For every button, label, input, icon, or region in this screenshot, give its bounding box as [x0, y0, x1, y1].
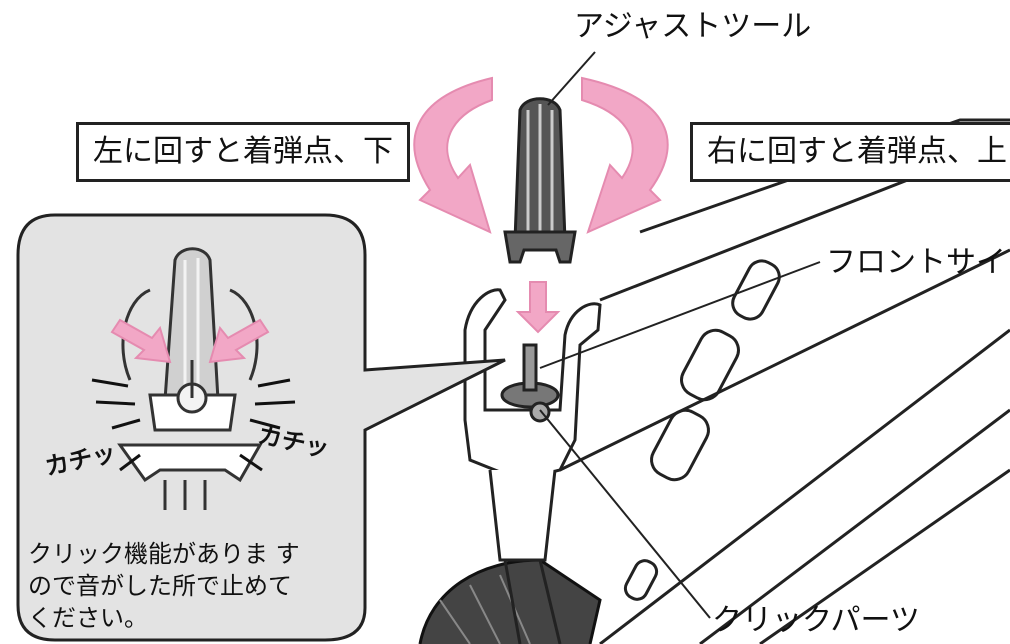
click-note: クリック機能がありま す ので音がした所で止めて ください。 [28, 538, 358, 634]
front-sight-label: フロントサイト [826, 245, 1010, 280]
adjust-tool-label: アジャストツール [574, 9, 812, 44]
leader-lines [539, 51, 821, 619]
click-marks [91, 378, 296, 472]
adjust-tool-shape [503, 97, 577, 264]
left-turn-label: 左に回すと着弾点、下 [76, 122, 410, 182]
gun-body [418, 118, 1010, 644]
click-note-line-3: ください。 [28, 604, 148, 632]
inset-panel [16, 213, 506, 642]
inset-tool [117, 247, 263, 510]
right-turn-label: 右に回すと着弾点、上 [690, 122, 1010, 182]
inset-arrows [110, 318, 270, 364]
click-parts-label: クリックパーツ [712, 603, 920, 638]
click-note-line-2: ので音がした所で止めて [28, 572, 292, 600]
rotation-arrows [413, 76, 669, 334]
front-sight [463, 288, 602, 644]
click-note-line-1: クリック機能がありま す [28, 540, 300, 568]
